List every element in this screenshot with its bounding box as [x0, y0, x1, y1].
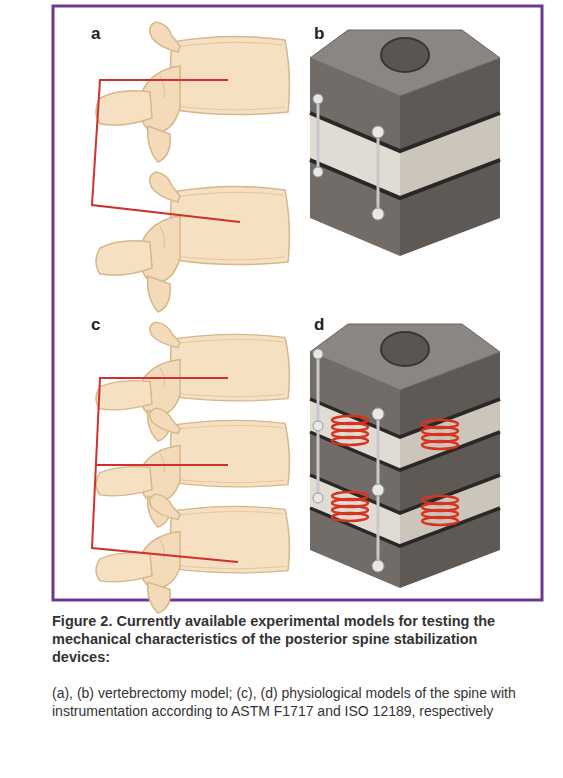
- test-block-model-part: [400, 432, 500, 512]
- test-block-model-part: [372, 408, 384, 420]
- fixation-line: [92, 378, 238, 562]
- test-block-model-part-part: [310, 432, 500, 470]
- test-block-model-part: [313, 493, 323, 503]
- test-block-model-part: [372, 208, 384, 220]
- test-block-model-part: [313, 421, 323, 431]
- panel-letter: b: [314, 24, 324, 44]
- test-block-model-part: [313, 167, 323, 177]
- vertebra-pair-part: [96, 22, 289, 162]
- panel-letter: c: [91, 315, 100, 335]
- figure-caption: Figure 2. Currently available experiment…: [52, 612, 530, 666]
- test-block-model-part: [310, 324, 500, 390]
- test-block-model-part: [310, 158, 400, 256]
- vertebra-pair: [96, 22, 289, 312]
- test-block-model-part: [372, 484, 384, 496]
- vertebra-pair-part: [96, 172, 289, 312]
- test-block-model-part: [310, 399, 500, 546]
- spring: [332, 416, 458, 525]
- spring-part: [422, 517, 458, 525]
- figure-frame: [53, 6, 542, 600]
- test-block-model-part: [317, 97, 320, 174]
- test-block-model: [310, 324, 500, 588]
- spring-part: [332, 513, 368, 521]
- caption-body: (a), (b) vertebrectomy model; (c), (d) p…: [52, 684, 530, 720]
- test-block-model-part: [381, 332, 429, 366]
- fixation-line-part: [92, 378, 238, 562]
- test-block-model-part: [310, 508, 400, 588]
- fixation-line-part: [96, 464, 228, 466]
- test-block-model-part: [400, 508, 500, 588]
- vertebra-triple-part: [96, 494, 289, 613]
- fixation-line: [92, 80, 240, 222]
- fixation-line-part: [92, 80, 240, 222]
- test-block-model: [310, 30, 500, 256]
- test-block-model-part: [372, 560, 384, 572]
- test-block-model-part: [381, 38, 429, 72]
- test-block-model-part: [313, 94, 323, 104]
- test-block-model-part: [310, 432, 400, 512]
- test-block-model-part: [310, 160, 500, 198]
- test-block-model-part: [310, 113, 500, 151]
- spring-part: [422, 441, 458, 449]
- test-block-model-part-part: [310, 399, 500, 437]
- panel-letter: d: [314, 315, 324, 335]
- test-block-model-part: [400, 158, 500, 256]
- test-block-model-part-part: [310, 475, 500, 513]
- panel-letter: a: [91, 24, 100, 44]
- test-block-model-part: [313, 349, 323, 359]
- test-block-model-part: [372, 126, 384, 138]
- test-block-model-part: [310, 30, 500, 96]
- vertebra-triple: [96, 322, 289, 613]
- test-block-model-part: [377, 130, 380, 216]
- spring-part: [332, 437, 368, 445]
- test-block-model-part-part: [310, 508, 500, 546]
